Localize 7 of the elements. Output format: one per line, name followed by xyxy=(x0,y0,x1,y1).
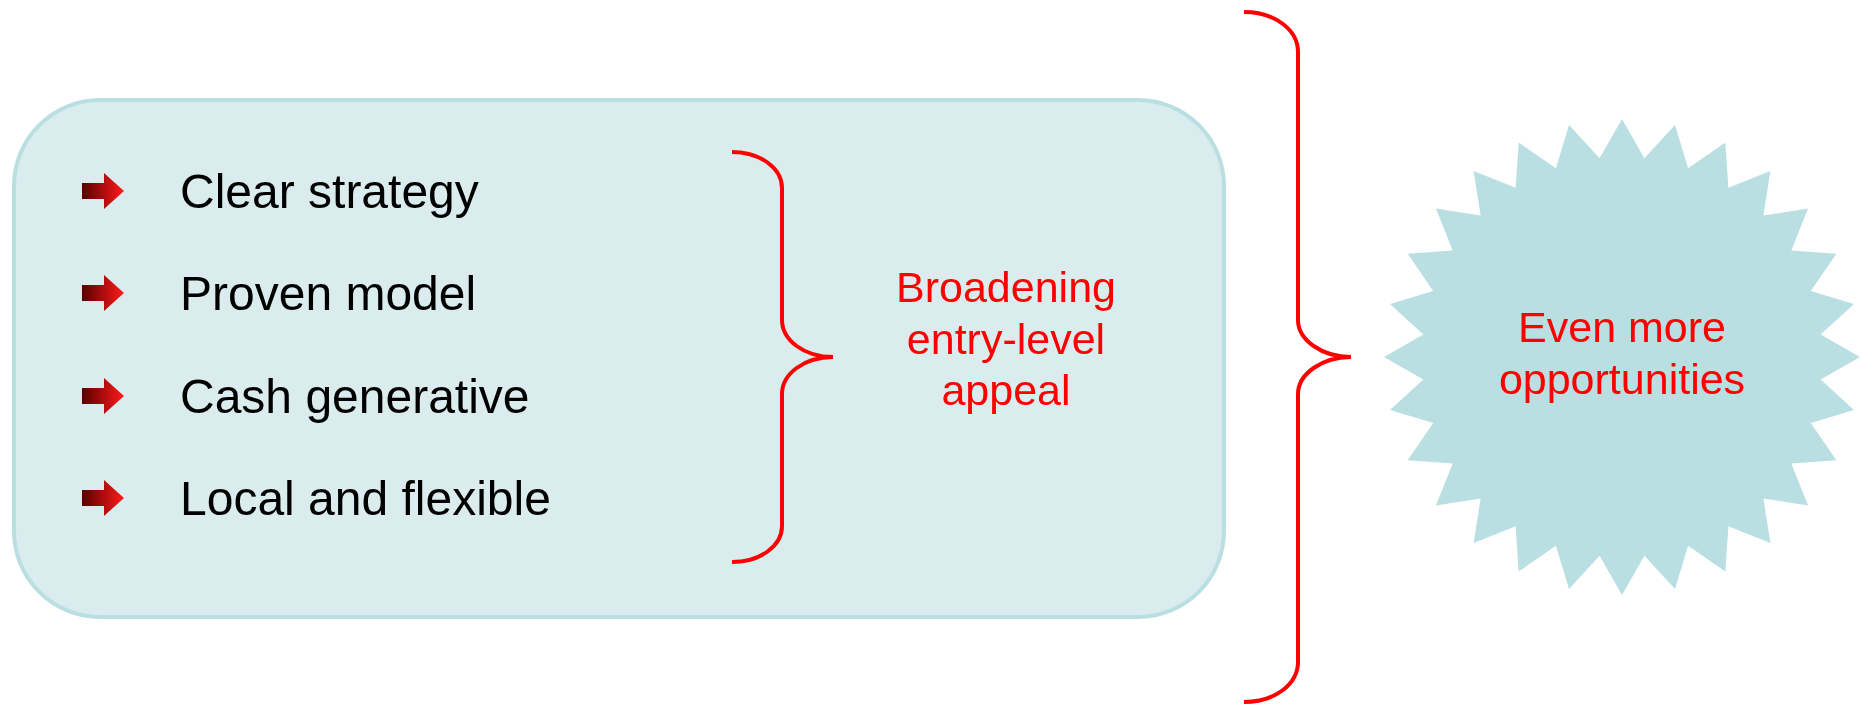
list-item: Clear strategy xyxy=(180,168,479,216)
list-item: Local and flexible xyxy=(180,475,551,523)
starburst-text: Even more opportunities xyxy=(1497,302,1747,405)
note-text: Broadening entry-level appeal xyxy=(895,262,1117,417)
list-item: Cash generative xyxy=(180,373,530,421)
rounded-panel xyxy=(12,98,1226,619)
list-item: Proven model xyxy=(180,270,477,318)
